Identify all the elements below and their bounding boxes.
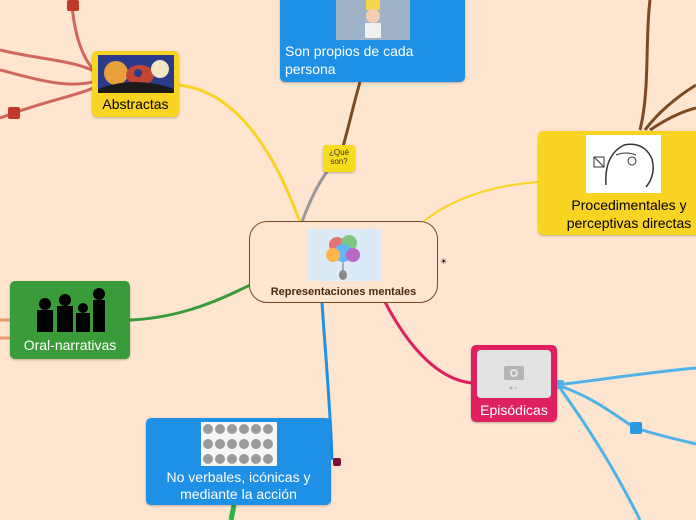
- question-tag[interactable]: ¿Qué son?: [323, 145, 355, 172]
- note-icon[interactable]: [333, 458, 341, 466]
- abstractas-label: Abstractas: [102, 96, 169, 112]
- person-cartoon-image: [335, 0, 410, 40]
- central-title: Representaciones mentales: [270, 286, 417, 298]
- question-text: ¿Qué son?: [328, 148, 349, 166]
- node-oral-narrativas[interactable]: Oral-narrativas: [10, 281, 130, 359]
- face-sketch-image: [585, 135, 661, 193]
- node-procedimentales[interactable]: Procedimentales y perceptivas directas: [538, 131, 696, 235]
- node-episodicas[interactable]: Episódicas: [471, 345, 557, 422]
- camera-placeholder-icon: [477, 350, 551, 398]
- link-marker[interactable]: [67, 0, 79, 11]
- node-son-propios[interactable]: Son propios de cada persona: [280, 0, 465, 82]
- son-propios-label: Son propios de cada persona: [285, 43, 414, 77]
- oral-narrativas-label: Oral-narrativas: [23, 337, 117, 353]
- node-no-verbales[interactable]: No verbales, icónicas y mediante la acci…: [146, 418, 331, 505]
- link-marker[interactable]: [8, 107, 20, 119]
- link-marker[interactable]: [630, 422, 642, 434]
- episodicas-label: Episódicas: [480, 402, 548, 418]
- no-verbales-label: No verbales, icónicas y mediante la acci…: [166, 469, 311, 502]
- link-marker[interactable]: [555, 380, 564, 389]
- central-node[interactable]: Representaciones mentales: [249, 221, 438, 303]
- note-icon[interactable]: ☀: [440, 257, 448, 266]
- node-abstractas[interactable]: Abstractas: [92, 51, 179, 117]
- faces-grid-image: [200, 422, 277, 466]
- storytelling-silhouette-image: [31, 284, 109, 336]
- abstract-art-image: [97, 55, 174, 93]
- balloon-brain-icon: [306, 229, 381, 281]
- procedimentales-label: Procedimentales y perceptivas directas: [566, 197, 692, 231]
